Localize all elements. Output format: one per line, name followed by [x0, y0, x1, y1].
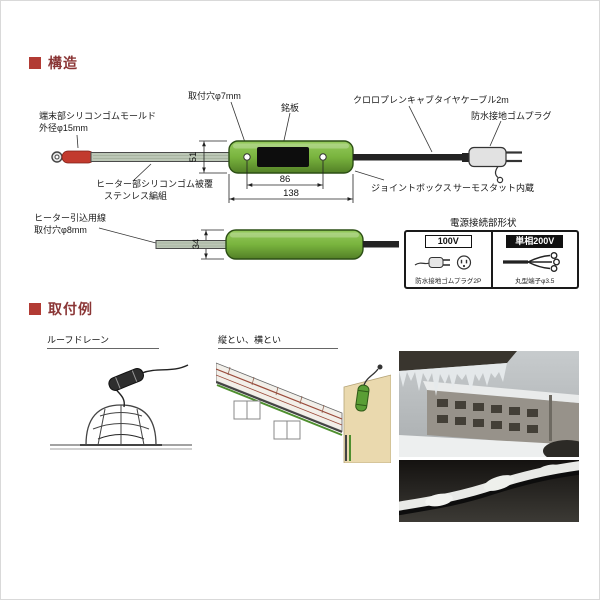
bush [543, 440, 579, 457]
nameplate-plate [257, 147, 309, 167]
label-thermostat: サーモスタット内蔵 [453, 182, 534, 193]
plug-dot [377, 364, 383, 370]
label-joint-box: ジョイントボックス [371, 183, 452, 193]
power-100v-caption: 防水接地ゴムプラグ2P [415, 278, 482, 285]
dim-heater-height: 34 [191, 239, 202, 250]
ground-terminal [496, 176, 504, 184]
roof-drain-drawing [50, 364, 192, 450]
dim-hole-pitch: 86 [280, 174, 291, 185]
pole [549, 395, 552, 441]
label-nameplate: 銘板 [281, 102, 299, 113]
label-terminal-mold-1: 端末部シリコンゴムモールド [39, 110, 156, 121]
power-200v-cell: 単相200V 丸型端子φ3.5 [490, 232, 578, 287]
power-connection-box: 100V 防水接地ゴムプラグ2P 単相200V [404, 230, 579, 289]
label-terminal-mold-2: 外径φ15mm [39, 122, 88, 133]
mounting-hole-right [319, 153, 327, 161]
windows [437, 399, 538, 433]
cord [363, 368, 379, 386]
power-100v-cell: 100V 防水接地ゴムプラグ2P [406, 232, 491, 287]
dim-body-length: 138 [283, 188, 299, 199]
plug-2p-icon [414, 254, 472, 270]
wall [343, 374, 391, 463]
label-heater-sheath-2: ステンレス編組 [104, 190, 167, 201]
label-lead-wire-2: 取付穴φ8mm [34, 224, 87, 235]
roof-drain-label: ルーフドレーン [47, 333, 159, 349]
structure-section-title: 構造 [48, 55, 78, 71]
roof-drain-joint-box [108, 368, 145, 391]
ground-wire [494, 166, 499, 178]
snow-roof [423, 381, 579, 403]
icicles [399, 363, 507, 396]
section-bullet-icon [29, 303, 41, 315]
plug-body [468, 146, 507, 168]
section-bullet-icon [29, 57, 41, 69]
heater-bottom-view [155, 229, 399, 260]
power-100v-header: 100V [424, 235, 472, 248]
examples-section-header: 取付例 [29, 299, 93, 319]
heater-top-view [51, 140, 522, 184]
heater-cable [90, 152, 230, 162]
gutter-drawing [216, 362, 391, 463]
photo-snowy-building [399, 351, 579, 457]
examples-section-title: 取付例 [48, 301, 93, 317]
structure-section-header: 構造 [29, 53, 78, 73]
photo-heated-cable-snow [399, 460, 579, 522]
mounting-hole-left [243, 153, 251, 161]
power-cable [353, 154, 465, 161]
gutter-joint-box [355, 384, 370, 412]
structure-diagram: 取付穴φ7mm 銘板 クロロプレンキャブタイヤケーブル2m 防水接地ゴムプラグ … [34, 90, 551, 260]
power-connection-title: 電源接続部形状 [450, 218, 517, 229]
dim-body-height: 51 [188, 152, 199, 163]
label-lead-wire-1: ヒーター引込用線 [34, 212, 106, 223]
lead-wire [363, 241, 399, 248]
snow-ground [399, 435, 579, 457]
terminal-mold [61, 150, 95, 164]
heater-cable-horizontal [216, 384, 343, 436]
dimension-lines [199, 140, 354, 260]
label-heater-sheath-1: ヒーター部シリコンゴム被覆 [96, 178, 213, 189]
label-cable: クロロプレンキャブタイヤケーブル2m [353, 94, 509, 105]
power-200v-caption: 丸型端子φ3.5 [515, 278, 555, 285]
eave [399, 351, 517, 371]
round-terminals-icon [502, 251, 560, 272]
gutter-label: 縦とい、横とい [218, 333, 338, 349]
label-waterproof-plug: 防水接地ゴムプラグ [471, 110, 551, 121]
label-mounting-hole-7: 取付穴φ7mm [188, 90, 241, 101]
outlet-face-icon [457, 254, 472, 270]
power-200v-header: 単相200V [506, 235, 564, 248]
horizontal-gutter [216, 381, 343, 433]
